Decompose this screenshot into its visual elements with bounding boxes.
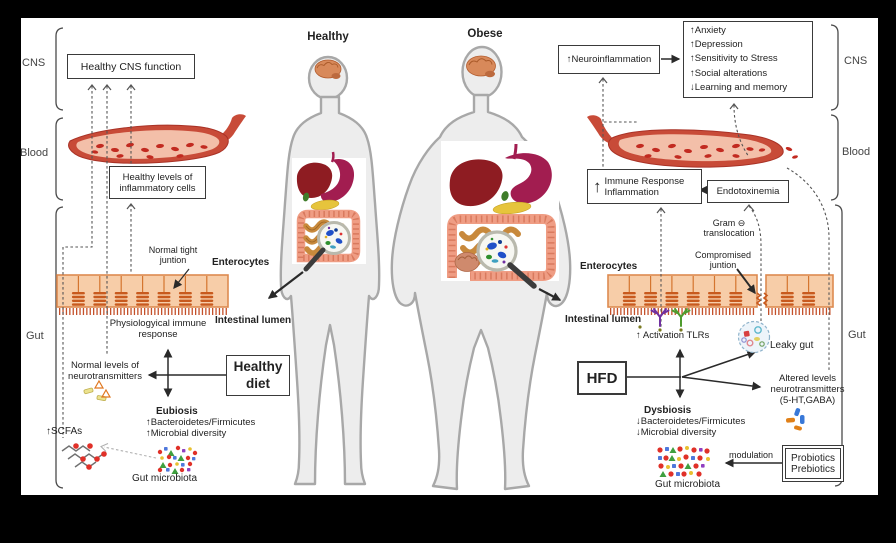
magnifier-icon xyxy=(317,221,351,255)
gallbladder-icon xyxy=(501,191,509,201)
endotoxinemia-box: Endotoxinemia xyxy=(707,180,789,203)
microbiota-cluster-right xyxy=(657,446,710,477)
neurotransmitter-icons xyxy=(83,379,112,402)
activation-tlrs-label: ↑ Activation TLRs xyxy=(636,330,710,341)
large-intestine-icon xyxy=(296,209,361,263)
tlr-receptor-icons xyxy=(638,308,691,332)
cns-effect-memory: ↓Learning and memory xyxy=(690,81,788,93)
obese-organs xyxy=(441,55,559,289)
intestinal-lumen-label-right: Intestinal lumen xyxy=(565,314,642,325)
epithelium-left xyxy=(56,274,229,315)
enterocytes-label-left: Enterocytes xyxy=(212,257,270,268)
healthy-body-silhouette xyxy=(279,55,381,486)
liver-icon xyxy=(449,159,503,207)
magnifier-handle xyxy=(303,247,326,272)
eubiosis-line1: ↑Bacteroidetes/Firmicutes xyxy=(146,417,256,428)
immune-response-box: ↑Immune Response Inflammation xyxy=(587,169,702,204)
dysbiosis-title: Dysbiosis xyxy=(644,405,692,416)
eubiosis-line2: ↑Microbial diversity xyxy=(146,428,227,439)
gram-translocation-label: Gram ⊖ translocation xyxy=(703,218,755,239)
inflammatory-cells-box: Healthy levels of inflammatory cells xyxy=(109,166,206,199)
scfa-molecule-icon xyxy=(61,443,107,470)
visceral-brain-icon xyxy=(454,252,480,272)
microbes-in-magnifier xyxy=(324,226,343,249)
compromised-junction-icon xyxy=(755,292,769,307)
region-label-cns-left: CNS xyxy=(22,57,46,69)
pill-icons xyxy=(786,408,805,431)
magnifier-handle xyxy=(507,262,537,289)
cns-effects-box: ↑Anxiety ↑Depression ↑Sensitivity to Stres… xyxy=(683,21,813,98)
normal-neurotransmitters-label: Normal levels of neurotransmitters xyxy=(68,360,142,382)
obese-title: Obese xyxy=(467,28,503,40)
region-brackets xyxy=(55,24,843,489)
solid-arrows xyxy=(147,54,783,468)
modulation-label: modulation xyxy=(729,450,774,460)
tight-junction-label: Normal tight juntion xyxy=(148,245,198,266)
leaky-gut-icon xyxy=(737,320,771,354)
healthy-diet-box: Healthy diet xyxy=(226,355,290,396)
physiological-immune-label: Physiologyical immune response xyxy=(109,318,207,340)
blood-vessel-right-icon xyxy=(587,115,798,168)
eubiosis-title: Eubiosis xyxy=(156,406,198,417)
region-label-gut-right: Gut xyxy=(848,329,866,341)
cns-effect-anxiety: ↑Anxiety xyxy=(690,24,726,36)
scfas-label: ↑SCFAs xyxy=(46,426,83,437)
immune-response-text: Immune Response Inflammation xyxy=(604,175,685,198)
liver-icon xyxy=(296,162,333,198)
compromised-junction-label: Compromised juntion xyxy=(694,250,752,271)
pancreas-icon xyxy=(310,199,340,211)
region-label-gut-left: Gut xyxy=(26,330,44,342)
cns-effect-social: ↑Social alterations xyxy=(690,67,768,79)
magnifier-icon xyxy=(476,230,518,272)
region-label-cns-right: CNS xyxy=(844,55,868,67)
region-label-blood-right: Blood xyxy=(842,146,871,158)
pancreas-icon xyxy=(492,201,532,215)
healthy-title: Healthy xyxy=(307,31,349,43)
region-label-blood-left: Blood xyxy=(20,147,49,159)
cns-effect-stress: ↑Sensitivity to Stress xyxy=(690,53,778,65)
microbes-in-magnifier xyxy=(485,237,508,264)
gut-microbiota-label-right: Gut microbiota xyxy=(655,479,721,490)
obese-brain-icon xyxy=(466,55,496,78)
cns-effect-depression: ↑Depression xyxy=(690,39,743,51)
dysbiosis-line1: ↓Bacteroidetes/Firmicutes xyxy=(636,416,746,427)
enterocytes-label-right: Enterocytes xyxy=(580,261,638,272)
altered-levels-label: Altered levels neurotransmitters (5-HT,G… xyxy=(770,373,845,406)
dashed-connectors xyxy=(62,79,830,438)
blood-vessel-left-icon xyxy=(68,114,246,164)
leaky-gut-label: Leaky gut xyxy=(770,340,814,351)
gallbladder-icon xyxy=(302,192,310,202)
intestinal-lumen-label-left: Intestinal lumen xyxy=(215,315,292,326)
healthy-cns-function-box: Healthy CNS function xyxy=(67,54,195,79)
healthy-organs xyxy=(292,59,366,272)
neuroinflammation-box: ↑Neuroinflammation xyxy=(558,45,660,74)
gut-microbiota-label-left: Gut microbiota xyxy=(132,473,198,484)
up-arrow-icon: ↑ xyxy=(593,176,602,196)
scfa-signal-arrow xyxy=(100,442,157,459)
probiotics-box: Probiotics Prebiotics xyxy=(782,445,844,482)
probiotics-box-inner: Probiotics Prebiotics xyxy=(785,448,841,479)
hfd-box: HFD xyxy=(577,361,627,395)
stomach-icon xyxy=(505,153,552,204)
healthy-brain-icon xyxy=(314,59,342,79)
dysbiosis-line2: ↓Microbial diversity xyxy=(636,427,717,438)
dashed-arrowheads xyxy=(87,77,755,214)
stomach-icon xyxy=(320,158,355,203)
epithelium-right xyxy=(607,274,834,315)
microbiota-cluster-left xyxy=(157,445,198,474)
